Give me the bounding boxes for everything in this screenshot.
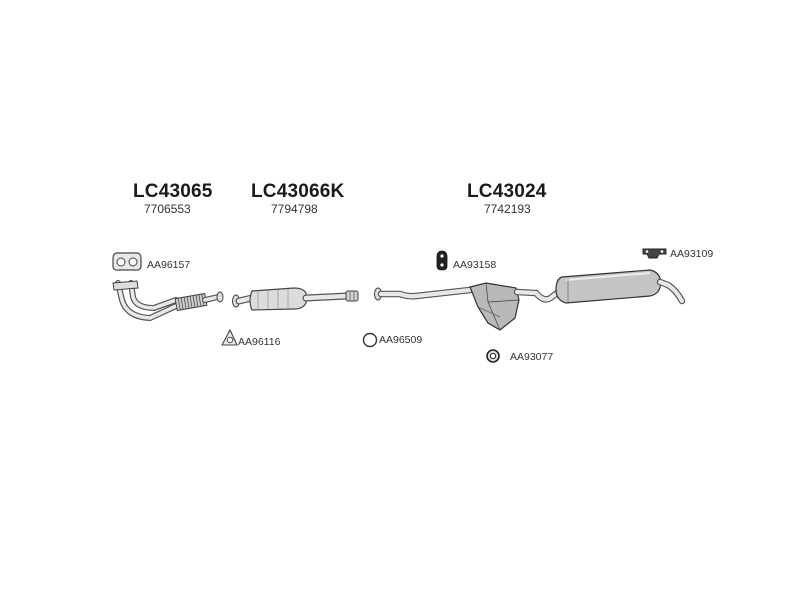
front-pipe [112, 280, 224, 322]
catalytic-converter [232, 287, 359, 311]
gasket-icon [112, 252, 142, 271]
group-number-rear-silencer: 7742193 [484, 202, 531, 216]
ref-label-ring-clamp: AA93077 [510, 351, 554, 363]
ref-label-triangle-gasket: AA96116 [238, 336, 281, 348]
group-title-front-pipe: LC43065 [133, 181, 213, 202]
triangle-gasket-icon [221, 329, 238, 346]
ref-label-gasket: AA96157 [147, 259, 191, 271]
mounting-bracket-icon [642, 248, 667, 259]
group-title-catalytic-converter: LC43066K [251, 181, 345, 202]
ref-label-mounting-bracket: AA93109 [670, 248, 714, 260]
group-title-rear-silencer: LC43024 [467, 181, 547, 202]
ref-label-ring: AA96509 [379, 334, 423, 346]
ring-icon [362, 332, 378, 348]
rear-silencer-section [374, 269, 686, 331]
ref-label-rubber-hanger: AA93158 [453, 259, 497, 271]
ring-clamp-icon [486, 349, 500, 363]
group-number-front-pipe: 7706553 [144, 202, 191, 216]
group-number-catalytic-converter: 7794798 [271, 202, 318, 216]
rubber-hanger-icon [436, 250, 448, 271]
